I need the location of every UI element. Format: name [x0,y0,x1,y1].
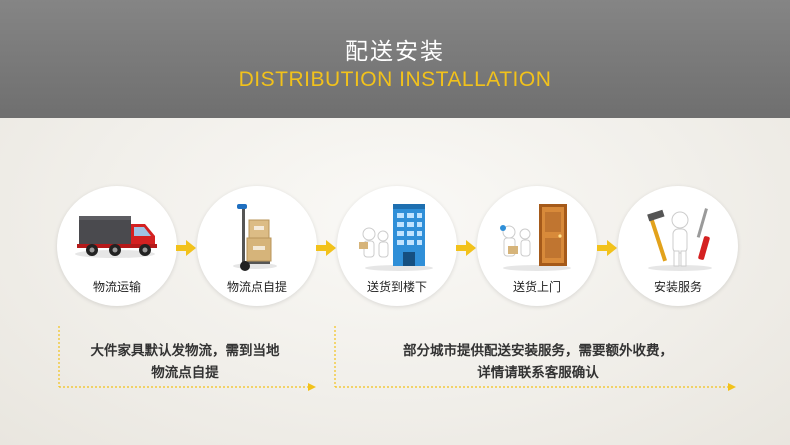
right-note-bracket [334,326,736,391]
step-pickup-point: 物流点自提 [197,186,317,306]
arrow-right-icon [316,240,336,256]
truck-icon [75,216,157,258]
step-label: 送货到楼下 [366,280,427,294]
right-note-line-2: 详情请联系客服确认 [477,365,599,381]
left-note-bracket [58,326,316,391]
step-label: 安装服务 [653,280,702,294]
step-installation-service: 安装服务 [618,186,738,306]
left-note-line-2: 物流点自提 [151,365,219,381]
step-deliver-to-door: 送货上门 [477,186,597,306]
step-label: 送货上门 [512,280,561,294]
page-subtitle: DISTRIBUTION INSTALLATION [238,68,552,91]
step-logistics-transport: 物流运输 [57,186,177,306]
door-delivery-icon [500,204,571,271]
header-banner: 配送安装 DISTRIBUTION INSTALLATION [0,0,790,118]
right-note: 部分城市提供配送安装服务，需要额外收费， 详情请联系客服确认 [340,340,736,384]
arrow-right-icon [456,240,476,256]
step-label: 物流点自提 [226,280,287,294]
building-delivery-icon [359,204,433,271]
page-title: 配送安装 [345,39,445,65]
step-deliver-downstairs: 送货到楼下 [337,186,457,306]
left-note: 大件家具默认发物流，需到当地 物流点自提 [60,340,310,384]
right-note-line-1: 部分城市提供配送安装服务，需要额外收费， [403,343,673,359]
step-label: 物流运输 [92,280,141,294]
tools-installer-icon [647,208,712,271]
arrow-right-icon [597,240,617,256]
hand-truck-boxes-icon [233,204,277,271]
arrow-right-icon [176,240,196,256]
left-note-line-1: 大件家具默认发物流，需到当地 [90,343,280,359]
